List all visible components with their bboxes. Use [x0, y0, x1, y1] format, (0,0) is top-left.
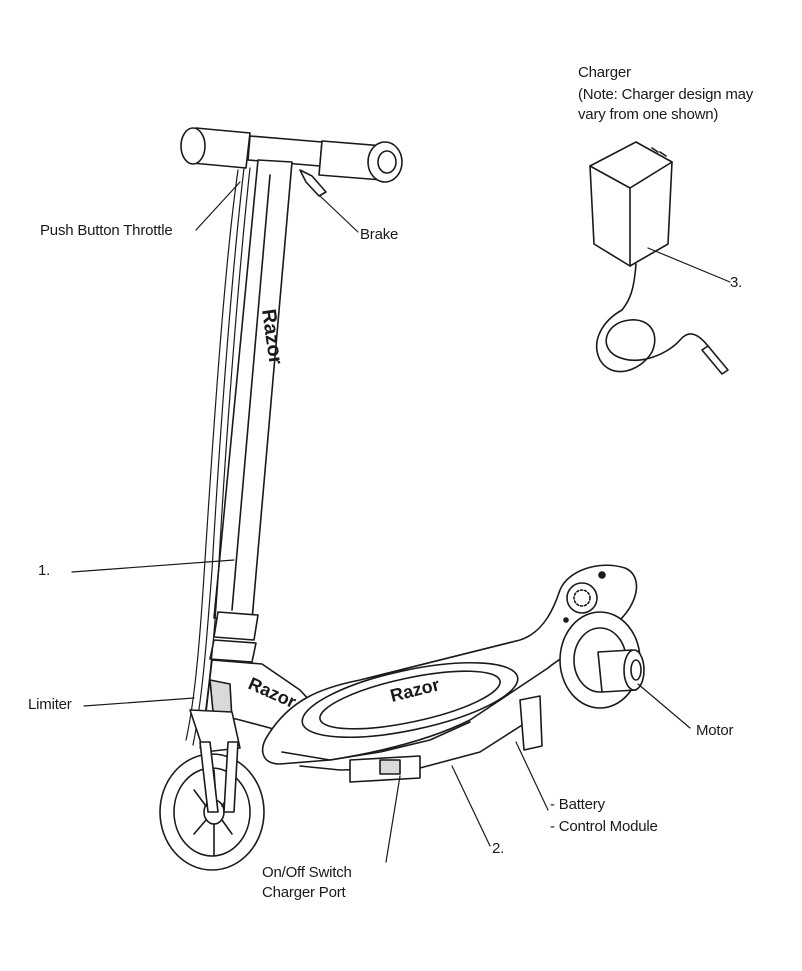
- leader-limiter: [83, 697, 195, 707]
- label-brake: Brake: [360, 226, 399, 243]
- front-wheel: [159, 741, 265, 871]
- leader-2: [451, 765, 491, 847]
- stem: [209, 159, 293, 663]
- leader-motor: [637, 683, 691, 729]
- label-motor: Motor: [696, 722, 734, 739]
- charger-illustration: [589, 141, 729, 375]
- label-control-module: - Control Module: [550, 818, 658, 835]
- brake-lever: [299, 169, 327, 197]
- label-callout-1: 1.: [38, 562, 51, 579]
- label-onoff-switch: On/Off Switch: [262, 864, 352, 881]
- handlebar: [180, 127, 403, 183]
- label-callout-2: 2.: [492, 840, 505, 857]
- deck: [261, 564, 638, 771]
- label-charger-title: Charger: [578, 64, 631, 81]
- label-callout-3: 3.: [730, 274, 743, 291]
- leader-1: [71, 559, 235, 573]
- label-push-button-throttle: Push Button Throttle: [40, 222, 173, 239]
- leader-brake: [319, 195, 359, 233]
- label-limiter: Limiter: [28, 696, 72, 713]
- label-charger-note-1: (Note: Charger design may: [578, 86, 754, 103]
- label-charger-port: Charger Port: [262, 884, 346, 901]
- battery-box: [349, 695, 543, 783]
- leader-lines: [71, 181, 731, 863]
- motor-illustration: [597, 649, 645, 693]
- leader-push-button-throttle: [195, 181, 241, 231]
- label-battery: - Battery: [550, 796, 605, 813]
- label-charger-note-2: vary from one shown): [578, 106, 719, 123]
- leader-onoff-switch: [385, 775, 401, 863]
- leader-battery: [515, 741, 549, 811]
- leader-charger: [647, 247, 731, 283]
